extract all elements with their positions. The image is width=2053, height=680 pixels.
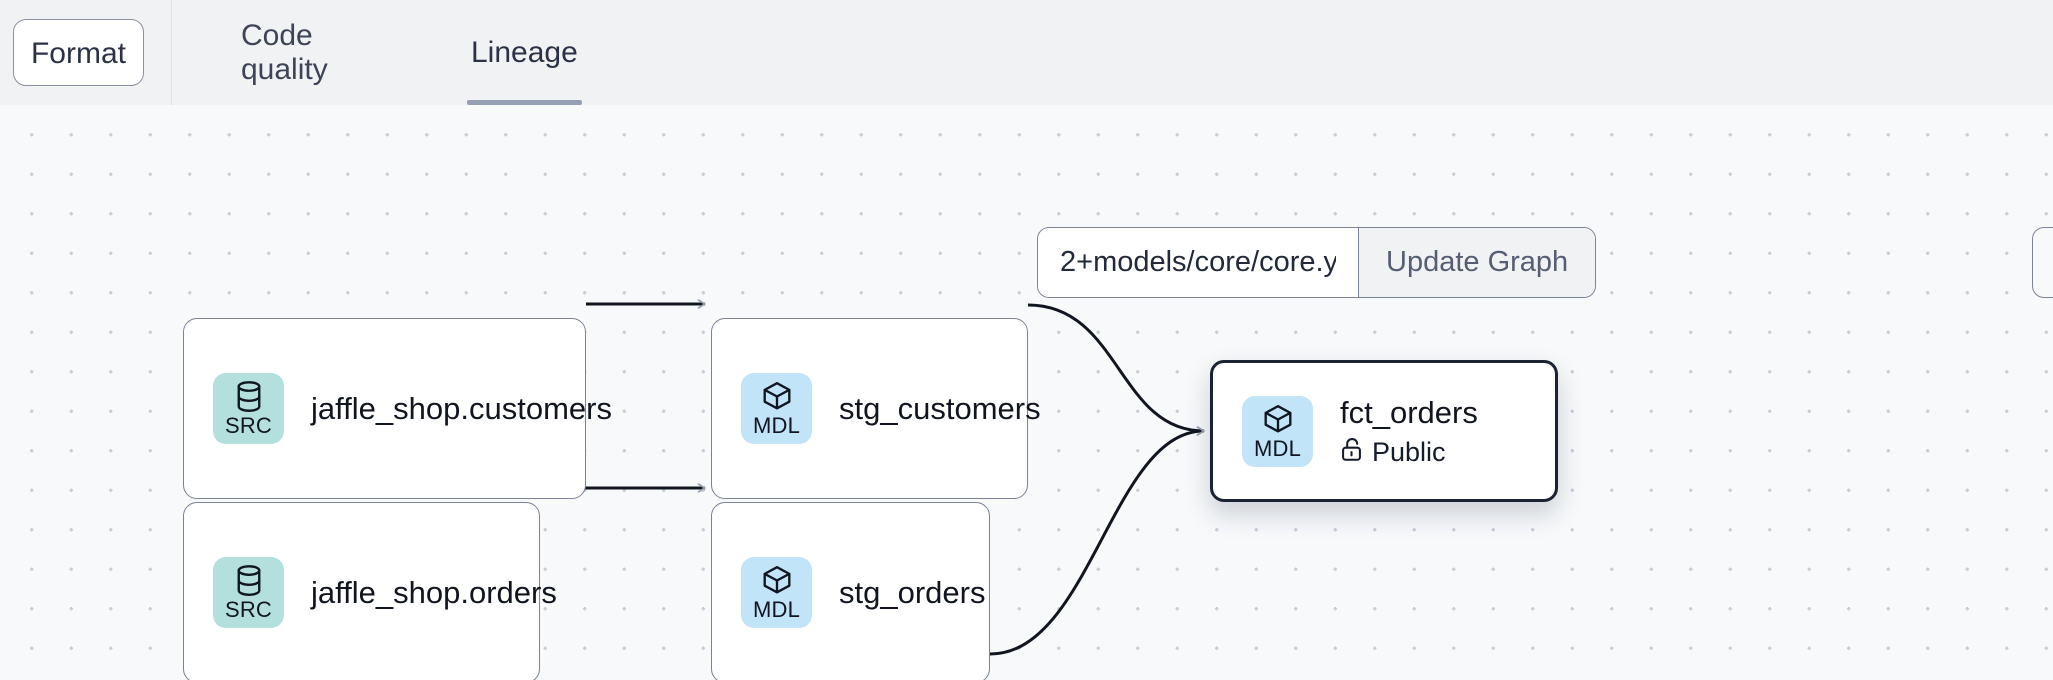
cube-icon [1262,403,1294,437]
unlock-icon [1340,437,1363,468]
model-badge-label: MDL [1253,435,1302,461]
toolbar-left-section: Format [0,0,172,105]
node-title: jaffle_shop.customers [311,390,612,426]
node-body: fct_orders Public [1340,395,1478,468]
node-access: Public [1340,437,1478,468]
model-badge-label: MDL [752,597,801,622]
database-icon [234,564,264,598]
tab-lineage[interactable]: Lineage [467,0,582,105]
node-title: stg_customers [839,390,1041,426]
node-body: stg_orders [839,575,985,611]
cube-icon [761,564,793,598]
node-body: stg_customers [839,391,1041,427]
graph-selector-input[interactable] [1038,228,1358,297]
cube-icon [761,380,793,414]
tab-code-quality[interactable]: Code quality [237,0,332,105]
lineage-node-stg-orders[interactable]: MDL stg_orders [711,502,990,680]
lineage-node-fct-orders[interactable]: MDL fct_orders Public [1210,360,1558,502]
node-body: jaffle_shop.orders [311,575,557,611]
tab-lineage-label: Lineage [471,35,578,69]
database-icon [234,380,264,414]
lineage-node-src-orders[interactable]: SRC jaffle_shop.orders [183,502,557,680]
source-badge-label: SRC [224,413,273,438]
model-badge: MDL [741,373,812,444]
graph-side-control[interactable] [2032,227,2053,298]
node-title: jaffle_shop.orders [311,574,557,610]
graph-selector-control: Update Graph [1037,227,1597,298]
update-graph-button[interactable]: Update Graph [1358,228,1596,297]
node-access-label: Public [1372,437,1446,467]
source-badge: SRC [213,373,284,444]
source-badge: SRC [213,557,284,628]
lineage-canvas[interactable]: SRC jaffle_shop.customers SRC jaffle_sh [0,105,2053,680]
node-body: jaffle_shop.customers [311,391,612,427]
lineage-node-stg-customers[interactable]: MDL stg_customers [711,318,1041,499]
toolbar: Format Code quality Lineage [0,0,2053,105]
edge-stg-customers-to-fct-orders [1027,303,1205,436]
lineage-node-src-customers[interactable]: SRC jaffle_shop.customers [183,318,612,499]
model-badge: MDL [741,557,812,628]
tab-underline-active [467,100,582,105]
tab-code-quality-label: Code quality [241,18,328,86]
node-title: fct_orders [1340,394,1478,430]
model-badge-label: MDL [752,413,801,438]
format-button[interactable]: Format [13,19,144,86]
node-title: stg_orders [839,574,986,610]
source-badge-label: SRC [224,597,273,622]
model-badge: MDL [1242,395,1313,467]
